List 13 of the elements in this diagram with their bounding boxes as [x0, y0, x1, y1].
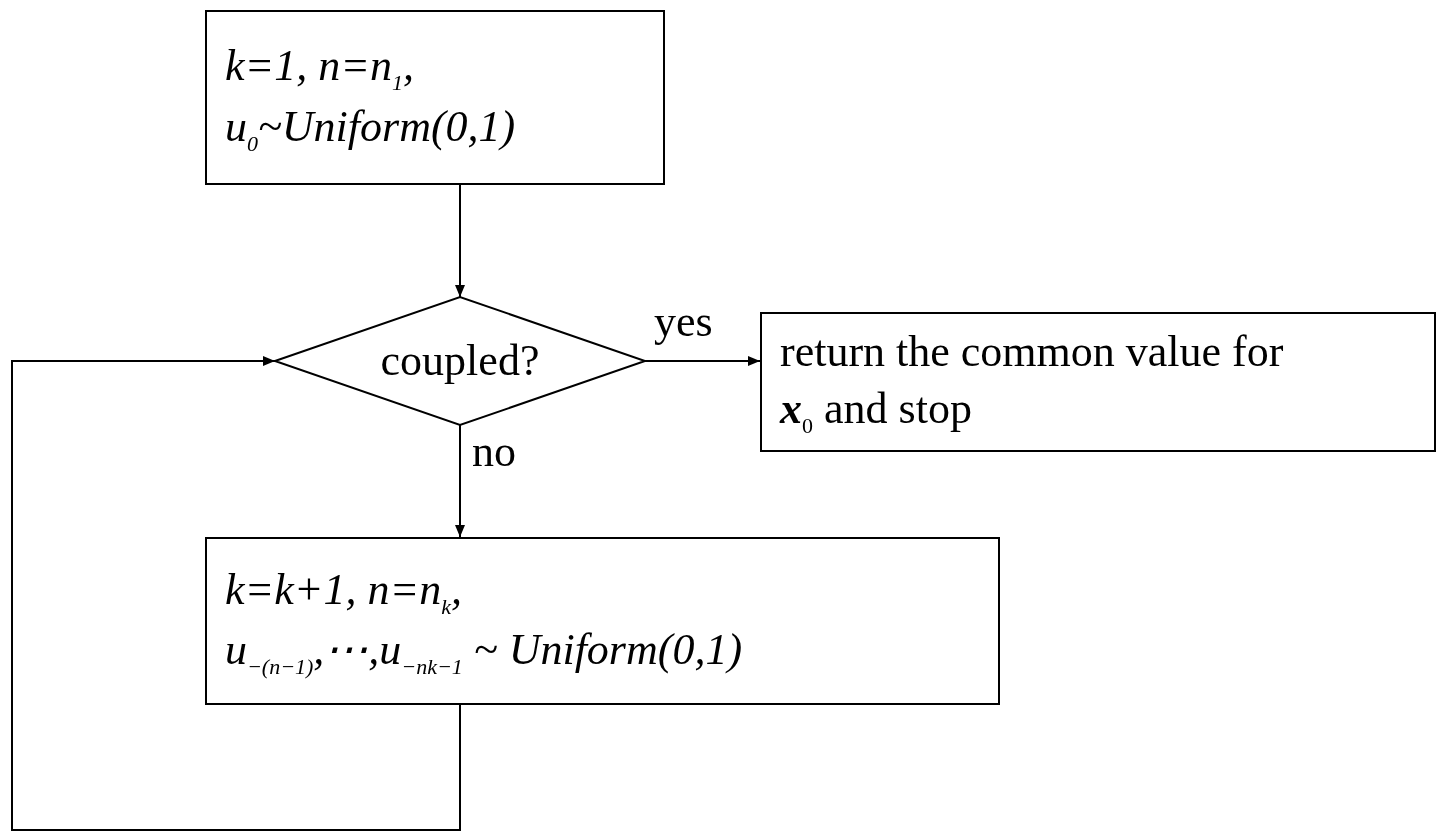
decision-text: coupled?	[380, 335, 540, 388]
box-text: u$_{0}$~Uniform(0,1)	[225, 100, 516, 158]
process-box	[205, 537, 1000, 705]
arrow	[644, 356, 761, 366]
arrow	[455, 424, 465, 538]
arrow	[455, 184, 465, 298]
box-text: k=k+1, n=n$_{k}$,	[225, 563, 462, 621]
arrow	[11, 356, 461, 831]
box-text: k=1, n=n$_{1}$,	[225, 40, 414, 97]
process-box	[205, 10, 665, 185]
box-text: return the common value for x$_{0}$ and stop	[780, 326, 1285, 441]
box-text: u$_{−(n−1)}$,⋯,u$_{−n}$$_{k−1}$ ~ Uniform(0,1)	[225, 624, 743, 681]
process-box	[760, 312, 1436, 452]
